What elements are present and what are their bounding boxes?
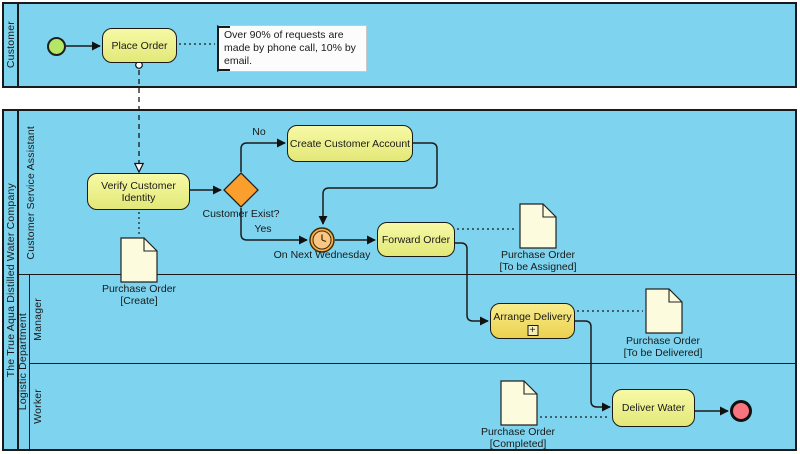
document-icon	[519, 203, 557, 249]
doc-completed-state: [Completed]	[489, 437, 547, 450]
lane-csa-name-col: Customer Service Assistant	[17, 111, 45, 274]
lane-worker-label: Worker	[32, 389, 44, 424]
doc-purchase-order-create	[120, 237, 158, 288]
doc-create-state: [Create]	[120, 294, 158, 307]
doc-purchase-order-to-be-assigned	[519, 203, 557, 254]
doc-delivered-title: Purchase Order	[625, 335, 701, 347]
lane-ld-label: Logistic Department	[17, 313, 29, 411]
flow-label-yes: Yes	[254, 223, 272, 235]
start-event	[47, 37, 66, 56]
doc-completed-title: Purchase Order	[480, 426, 556, 438]
subprocess-marker-icon: +	[527, 325, 538, 336]
lane-group-logistic-department: Logistic Department Manager Worker	[17, 275, 795, 449]
task-place-order: Place Order	[102, 28, 177, 63]
lane-manager-name-col: Manager	[30, 275, 46, 363]
end-event	[730, 400, 752, 422]
doc-assigned-title: Purchase Order	[500, 249, 576, 261]
task-forward-order: Forward Order	[377, 222, 455, 257]
document-fold-icon	[523, 381, 537, 395]
doc-delivered-label: Purchase Order [To be Delivered]	[613, 335, 713, 359]
doc-create-title: Purchase Order	[101, 283, 177, 295]
timer-label: On Next Wednesday	[273, 249, 371, 261]
lane-csa-label: Customer Service Assistant	[25, 125, 37, 260]
gateway-diamond-icon	[223, 172, 259, 208]
pool-customer-label-col: Customer	[4, 4, 19, 86]
pool-company-label: The True Aqua Distilled Water Company	[4, 182, 17, 378]
pool-customer-label: Customer	[4, 21, 17, 69]
task-verify-customer-identity: Verify Customer Identity	[87, 173, 190, 210]
document-fold-icon	[143, 238, 157, 252]
doc-delivered-state: [To be Delivered]	[623, 346, 703, 359]
gateway-customer-exist	[223, 172, 259, 208]
annotation-note: Over 90% of requests are made by phone c…	[217, 25, 367, 72]
doc-purchase-order-completed	[500, 380, 538, 431]
document-fold-icon	[668, 289, 682, 303]
task-forward-order-label: Forward Order	[381, 233, 451, 246]
task-deliver-water: Deliver Water	[612, 389, 695, 427]
timer-clock-icon	[321, 234, 327, 243]
doc-create-label: Purchase Order [Create]	[89, 283, 189, 307]
document-icon	[645, 288, 683, 334]
annotation-text: Over 90% of requests are made by phone c…	[224, 29, 356, 67]
lane-manager: Manager	[30, 275, 795, 364]
lane-ld-name-col: Logistic Department	[17, 275, 30, 449]
pool-company-label-col: The True Aqua Distilled Water Company	[4, 111, 19, 449]
gateway-question-label: Customer Exist?	[202, 208, 280, 220]
doc-completed-label: Purchase Order [Completed]	[468, 426, 568, 450]
document-icon	[500, 380, 538, 426]
lane-worker-name-col: Worker	[30, 364, 46, 449]
task-arrange-delivery: Arrange Delivery +	[490, 303, 575, 339]
task-create-account-label: Create Customer Account	[289, 137, 411, 150]
lane-customer-service-assistant: Customer Service Assistant	[17, 111, 795, 275]
doc-purchase-order-to-be-delivered	[645, 288, 683, 339]
lane-manager-label: Manager	[32, 297, 44, 341]
task-deliver-water-label: Deliver Water	[621, 402, 686, 414]
task-arrange-delivery-label: Arrange Delivery	[493, 311, 572, 323]
task-create-customer-account: Create Customer Account	[287, 125, 413, 162]
task-place-order-label: Place Order	[111, 39, 168, 52]
document-icon	[120, 237, 158, 283]
task-verify-label: Verify Customer Identity	[101, 179, 176, 204]
flow-label-no: No	[252, 126, 266, 138]
timer-intermediate-event	[309, 227, 335, 253]
doc-assigned-state: [To be Assigned]	[499, 260, 577, 273]
doc-assigned-label: Purchase Order [To be Assigned]	[488, 249, 588, 273]
document-fold-icon	[542, 204, 556, 218]
